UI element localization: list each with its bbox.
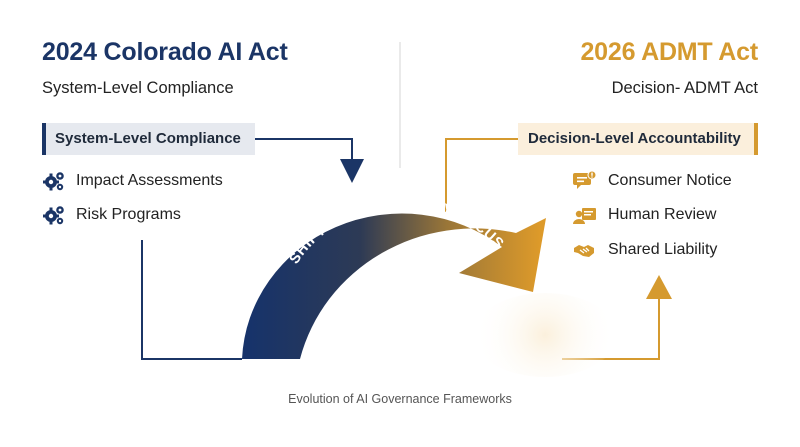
left-title: 2024 Colorado AI Act — [42, 38, 288, 66]
right-title: 2026 ADMT Act — [580, 38, 758, 66]
glow-highlight — [473, 293, 617, 377]
right-tag: Decision-Level Accountability — [518, 123, 758, 155]
right-item-label: Shared Liability — [608, 241, 718, 258]
handshake-icon — [574, 245, 594, 257]
right-item-label: Consumer Notice — [608, 172, 732, 189]
left-item-label: Risk Programs — [76, 206, 181, 223]
left-subtitle: System-Level Compliance — [42, 79, 234, 97]
left-item-label: Impact Assessments — [76, 172, 223, 189]
right-subtitle: Decision- ADMT Act — [611, 79, 758, 97]
shift-arc-arrow — [242, 213, 546, 359]
right-connector — [445, 138, 518, 212]
footer-caption: Evolution of AI Governance Frameworks — [288, 392, 512, 406]
notice-chat-icon — [573, 170, 597, 189]
left-tag: System-Level Compliance — [42, 123, 255, 155]
left-connector-arrow — [255, 138, 364, 183]
human-review-icon — [573, 208, 596, 224]
gears-icon — [43, 172, 64, 191]
right-item-label: Human Review — [608, 206, 717, 223]
gears-icon — [43, 206, 64, 225]
left-bottom-connector — [141, 240, 242, 360]
